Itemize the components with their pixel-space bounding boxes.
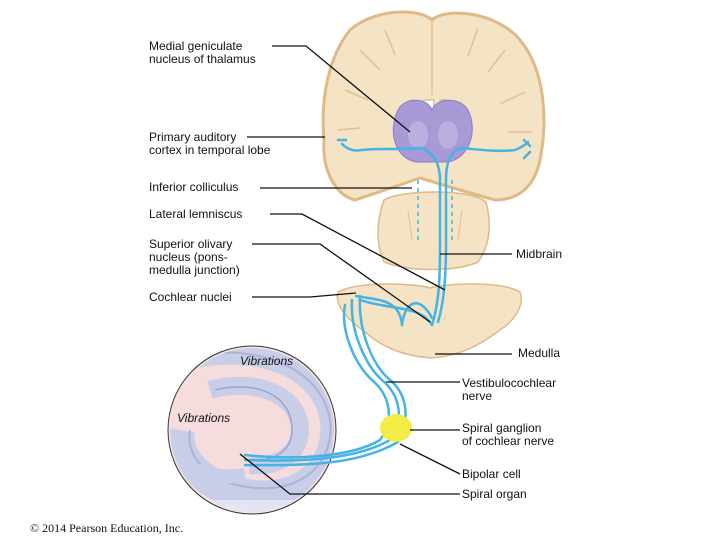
thalamus [392,99,473,163]
label-superior-olivary: Superior olivary nucleus (pons- medulla … [149,237,240,277]
label-bipolar-cell: Bipolar cell [462,467,521,481]
label-spiral-organ: Spiral organ [462,487,527,501]
label-inferior-colliculus: Inferior colliculus [149,180,239,194]
label-medial-geniculate: Medial geniculate nucleus of thalamus [149,39,256,66]
leader-lines [239,45,512,495]
label-spiral-ganglion: Spiral ganglion of cochlear nerve [462,421,555,448]
label-lateral-lemniscus: Lateral lemniscus [149,207,243,221]
label-cochlear-nuclei: Cochlear nuclei [149,290,232,304]
label-medulla: Medulla [518,346,561,360]
label-vestibulocochlear-nerve: Vestibulocochlear nerve [462,376,557,403]
cerebrum-section [321,10,546,202]
label-vibrations-bottom: Vibrations [177,411,231,425]
midbrain [377,191,491,271]
label-vibrations-top: Vibrations [240,354,294,368]
label-primary-auditory-cortex: Primary auditory cortex in temporal lobe [149,130,271,157]
label-midbrain: Midbrain [516,247,563,261]
spiral-ganglion [380,414,412,442]
copyright-notice: © 2014 Pearson Education, Inc. [30,521,183,535]
pathway-dashes [417,180,453,240]
